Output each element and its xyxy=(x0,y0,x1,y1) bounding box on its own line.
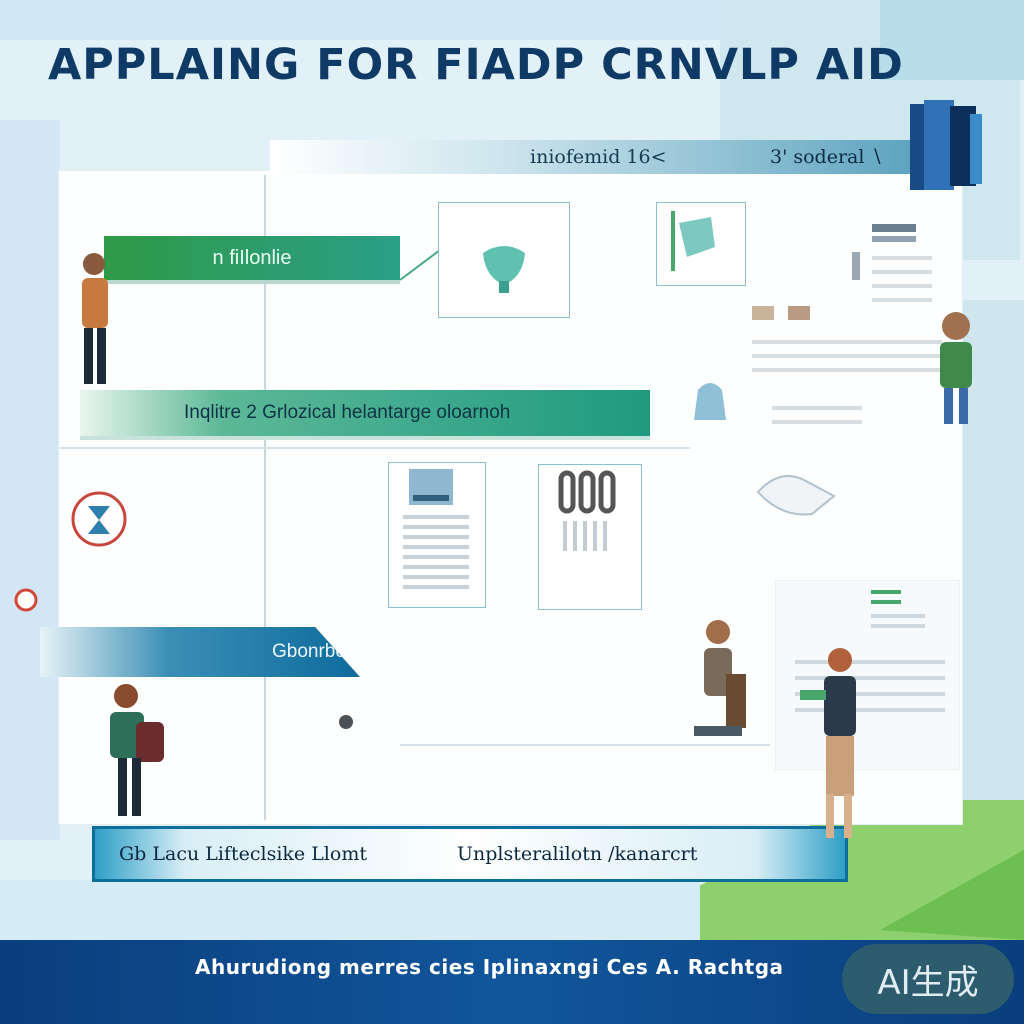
hourglass-icon xyxy=(71,491,127,547)
person-figure-5 xyxy=(800,648,856,838)
step-1-banner: n fiIlonlie xyxy=(104,236,400,284)
step-3-banner: Gbonrbo xyxy=(40,627,360,677)
person-figure-3 xyxy=(110,684,164,816)
cursor-icon xyxy=(339,715,353,729)
calculator-icon xyxy=(558,470,616,551)
bottom-banner-left-label: Gb Lacu Lifteclsike Llomt xyxy=(119,843,367,865)
person-figure-2 xyxy=(940,312,972,424)
footer-caption: Ahurudiong merres cies Iplinaxngi Ces A.… xyxy=(195,955,784,979)
top-ribbon: iniofemid 16< 3' soderal ∖ xyxy=(270,140,910,174)
bag-icon xyxy=(694,383,726,420)
chart-icon xyxy=(671,211,715,271)
binder-icon xyxy=(910,100,982,190)
table-lines-icon xyxy=(774,579,961,771)
top-ribbon-left-label: iniofemid 16< xyxy=(530,146,667,168)
document-card-2 xyxy=(656,202,746,286)
step-1-label: n fiIlonlie xyxy=(212,246,292,269)
person-figure-1 xyxy=(82,253,108,384)
form-list-lower xyxy=(774,579,961,771)
person-figure-4 xyxy=(694,620,746,736)
page-title: APPLAING FOR FIADP CRNVLP AID xyxy=(48,40,904,90)
step-3-label: Gbonrbo xyxy=(272,641,346,662)
handshake-icon xyxy=(756,475,836,516)
bottom-banner: Gb Lacu Lifteclsike Llomt Unplsteralilot… xyxy=(92,826,848,882)
ai-generated-badge: AI生成 xyxy=(842,944,1014,1014)
form-lines-icon xyxy=(752,224,942,424)
document-card-4 xyxy=(538,464,642,610)
document-card-1 xyxy=(438,202,570,318)
form-icon xyxy=(403,469,469,589)
shield-icon xyxy=(483,246,525,293)
form-list-right xyxy=(752,216,952,436)
bottom-banner-right-label: Unplsteralilotn /kanarcrt xyxy=(457,843,698,865)
alert-icon xyxy=(14,588,38,612)
step-2-label: Inqlitre 2 Grlozical helantarge oloarnoh xyxy=(184,402,511,423)
document-card-3 xyxy=(388,462,486,608)
top-ribbon-right-label: 3' soderal ∖ xyxy=(770,146,883,168)
step-2-banner: Inqlitre 2 Grlozical helantarge oloarnoh xyxy=(80,390,650,440)
